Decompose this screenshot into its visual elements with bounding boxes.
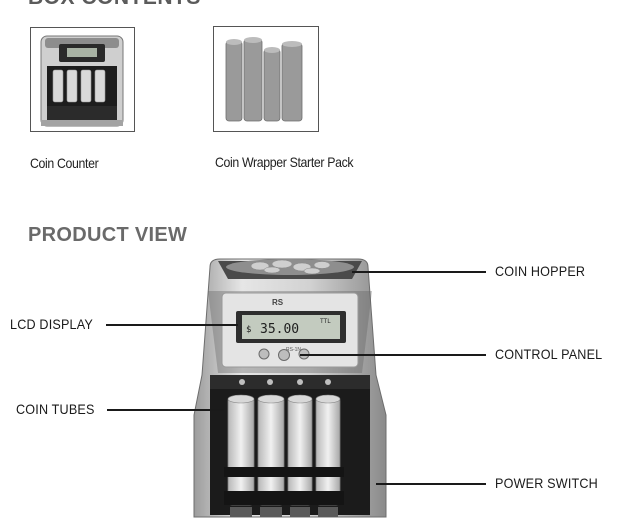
control-button-2[interactable] xyxy=(278,349,290,361)
section-heading-box-contents: BOX CONTENTS xyxy=(28,0,201,10)
lcd-amount: 35.00 xyxy=(260,322,299,337)
caption-coin-counter: Coin Counter xyxy=(30,155,99,171)
coin-counter-product-illustration: RS $ 35.00 TTL RS-1N xyxy=(193,258,387,518)
coin-hopper-leader-line xyxy=(352,271,486,273)
callout-coin-tubes: COIN TUBES xyxy=(16,401,95,417)
control-panel-buttons xyxy=(258,348,310,361)
power-switch-leader-line xyxy=(376,483,486,485)
control-panel-leader-line xyxy=(300,354,486,356)
control-button-1[interactable] xyxy=(258,348,270,360)
coin-wrapper-thumbnail xyxy=(213,26,319,132)
coin-counter-thumbnail xyxy=(30,27,135,132)
callout-lcd-display: LCD DISPLAY xyxy=(10,316,93,332)
lcd-mode: TTL xyxy=(320,319,331,325)
coin-wrappers-image xyxy=(225,37,303,122)
lcd-currency: $ xyxy=(246,325,251,335)
coin-counter-image xyxy=(40,35,124,127)
product-view-image: RS $ 35.00 TTL RS-1N xyxy=(190,255,390,527)
lcd-display-leader-line xyxy=(106,324,238,326)
section-heading-product-view: PRODUCT VIEW xyxy=(28,224,188,246)
brand-logo: RS xyxy=(272,298,284,307)
callout-control-panel: CONTROL PANEL xyxy=(495,346,603,362)
model-label: RS-1N xyxy=(286,347,301,353)
callout-coin-hopper: COIN HOPPER xyxy=(495,263,586,279)
callout-power-switch: POWER SWITCH xyxy=(495,475,598,491)
coin-tubes-leader-line xyxy=(107,409,224,411)
caption-coin-wrapper-starter-pack: Coin Wrapper Starter Pack xyxy=(215,154,354,170)
